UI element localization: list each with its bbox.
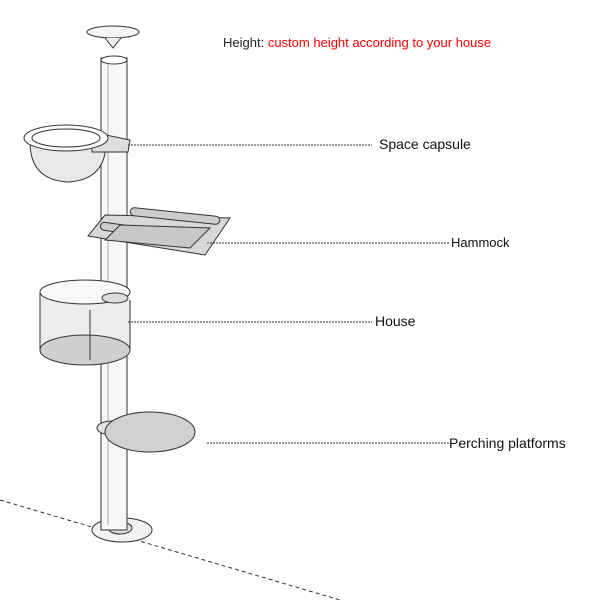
height-label: Height: bbox=[223, 35, 265, 50]
height-note: Height: custom height according to your … bbox=[223, 35, 491, 50]
height-value: custom height according to your house bbox=[267, 35, 492, 50]
label-hammock: Hammock bbox=[451, 235, 510, 250]
hammock-shape bbox=[87, 207, 231, 256]
floor-line bbox=[0, 499, 341, 600]
ceiling-cap bbox=[86, 25, 140, 39]
house-shape bbox=[39, 279, 131, 366]
label-house: House bbox=[375, 313, 416, 329]
space-capsule-shape bbox=[23, 124, 131, 183]
perching-platform-shape bbox=[96, 411, 196, 453]
label-space-capsule: Space capsule bbox=[379, 136, 471, 152]
label-perching-platforms: Perching platforms bbox=[449, 435, 566, 451]
